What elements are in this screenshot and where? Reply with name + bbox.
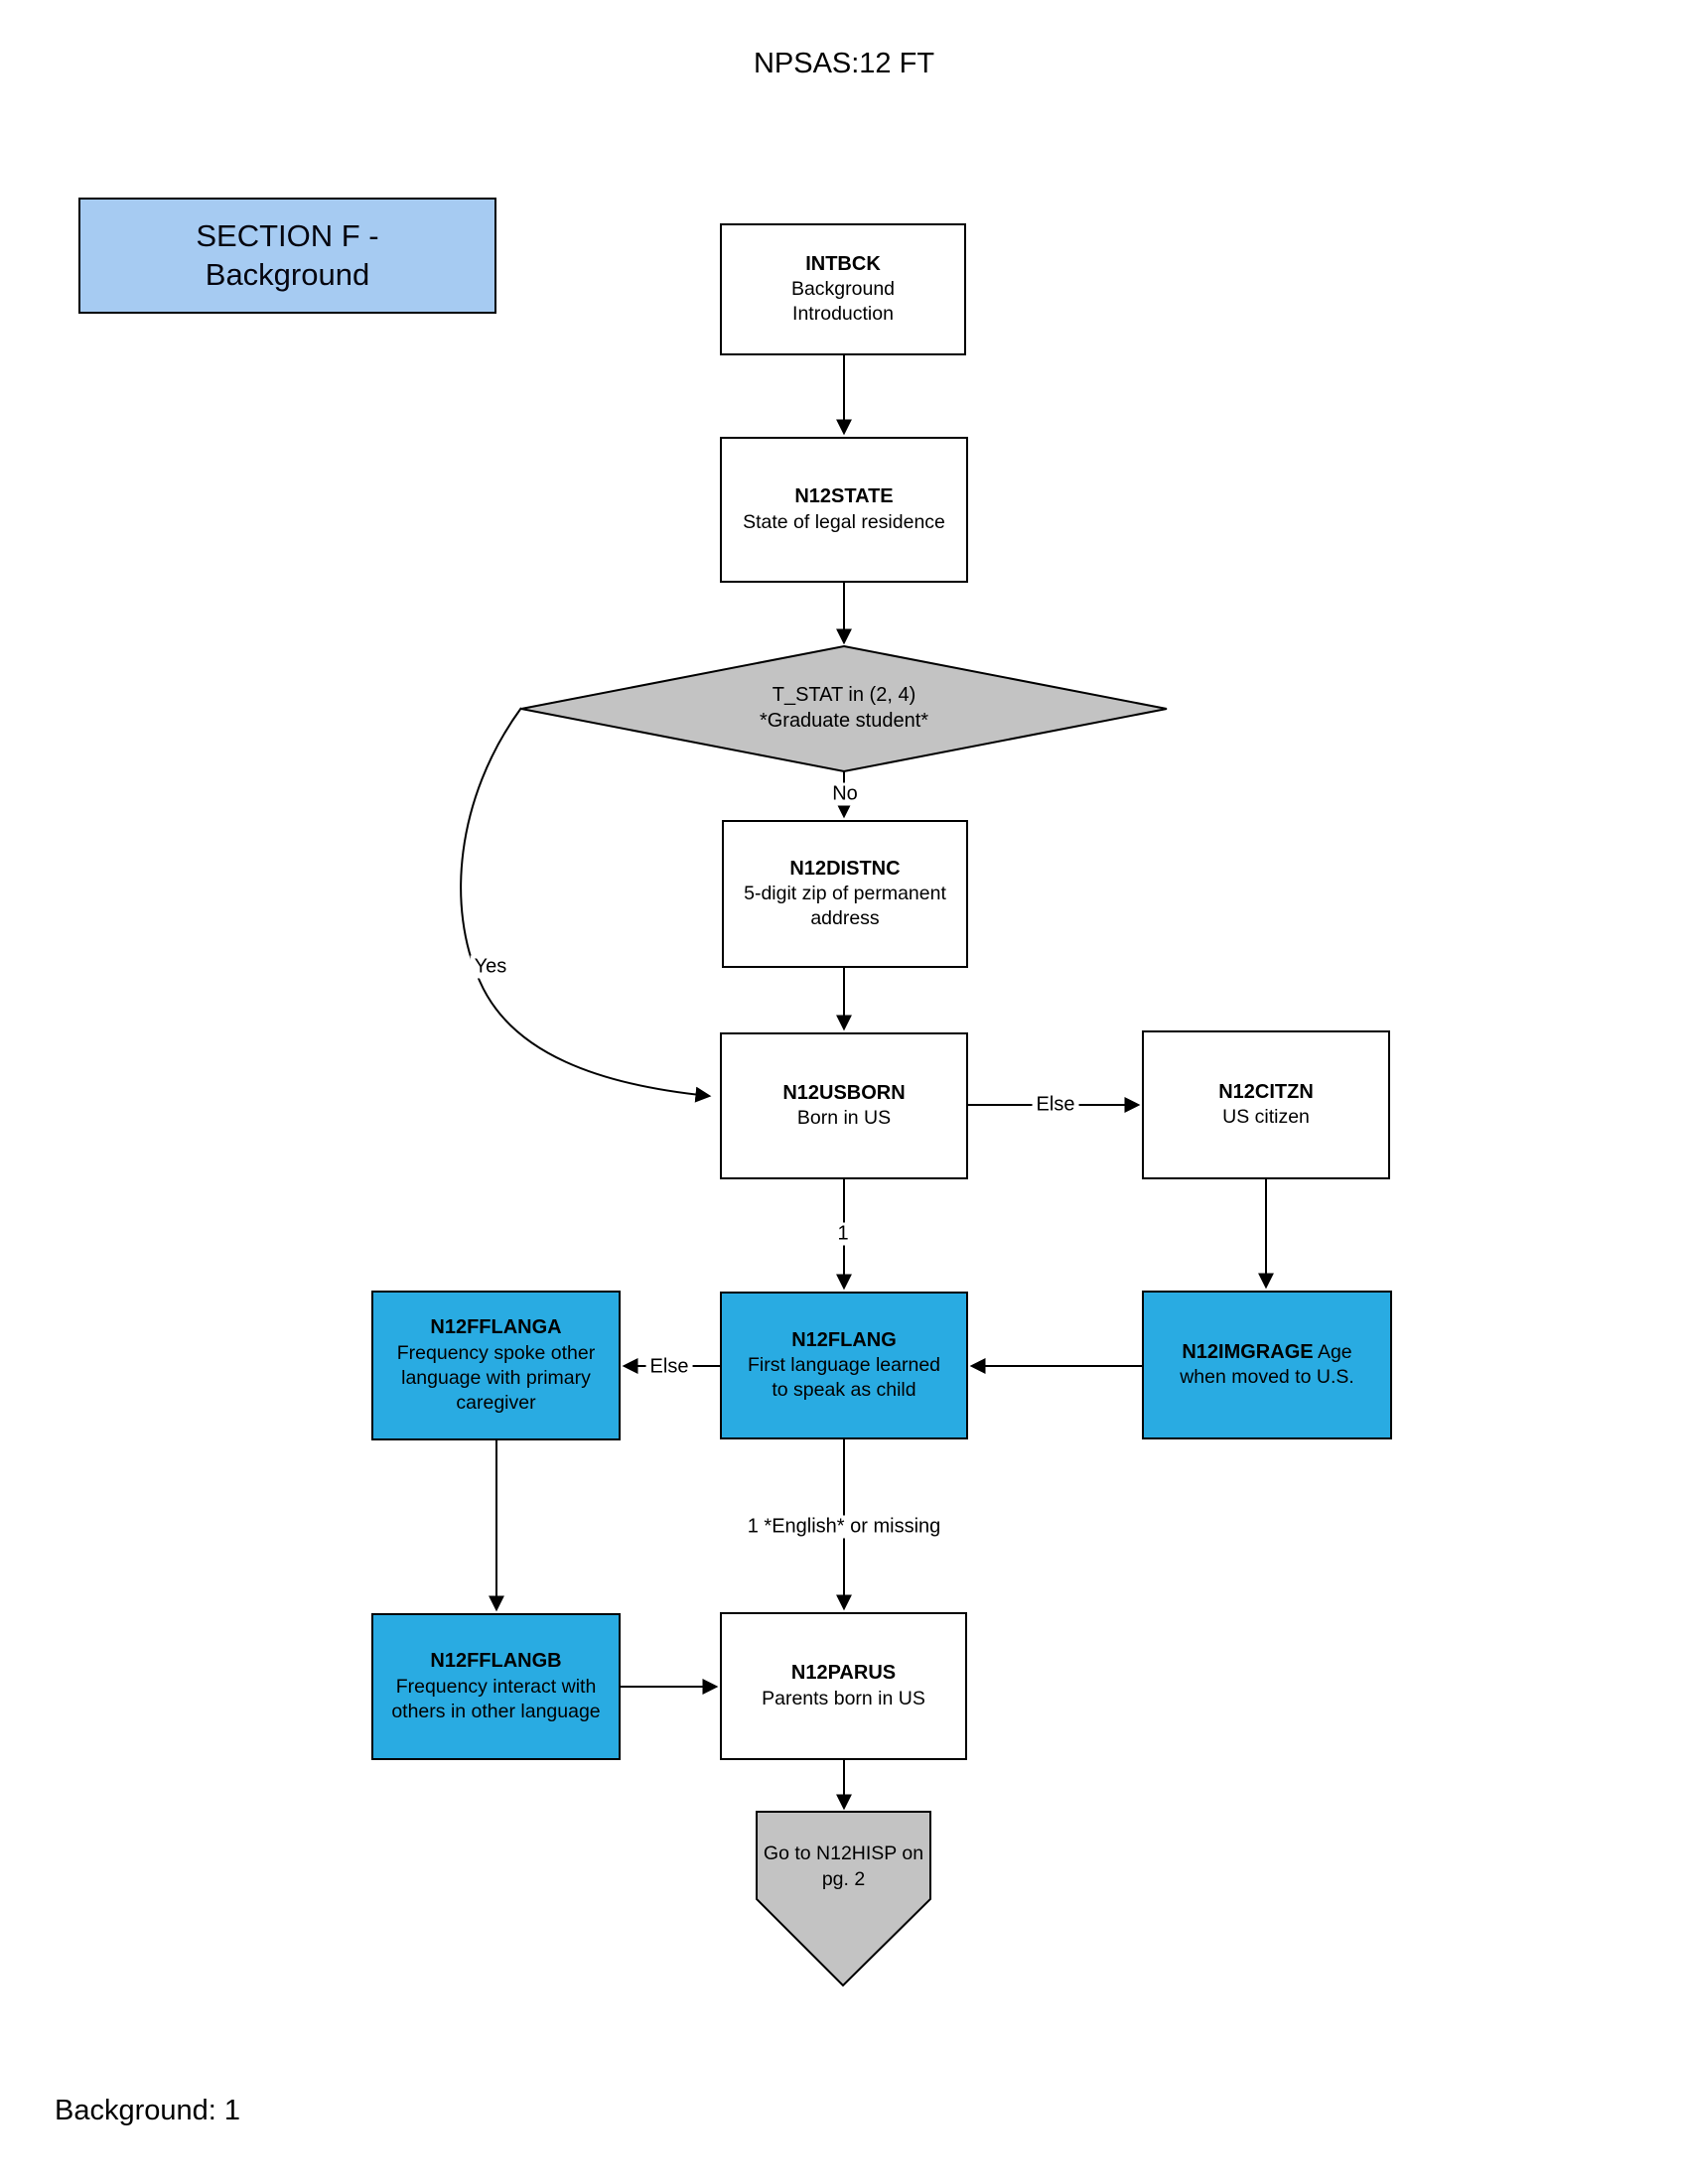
node-n12state-desc: State of legal residence	[743, 510, 945, 533]
node-n12state: N12STATE State of legal residence	[720, 437, 968, 583]
section-banner: SECTION F - Background	[78, 198, 496, 314]
node-n12imgrage-code: N12IMGRAGE	[1182, 1340, 1314, 1363]
node-n12state-code: N12STATE	[794, 485, 894, 508]
node-n12parus-code: N12PARUS	[790, 1662, 897, 1685]
node-n12flang-desc: First language learned to speak as child	[747, 1354, 941, 1402]
edge-label-no: No	[828, 782, 862, 806]
offpage-connector-label: Go to N12HISP on pg. 2	[763, 1843, 924, 1890]
node-n12citzn-desc: US citizen	[1222, 1106, 1310, 1129]
edge-label-1: 1	[833, 1222, 853, 1246]
node-n12usborn-code: N12USBORN	[782, 1081, 906, 1104]
node-n12parus-desc: Parents born in US	[762, 1687, 925, 1709]
node-n12fflanga-desc: Frequency spoke other language with prim…	[396, 1341, 596, 1414]
page-footer-label: Background: 1	[55, 2095, 241, 2126]
node-n12imgrage-desc: Age when moved to U.S.	[1180, 1340, 1354, 1389]
node-intbck-code: INTBCK	[805, 252, 881, 275]
decision-t-stat-line2: *Graduate student*	[759, 710, 929, 732]
node-n12flang: N12FLANG First language learned to speak…	[720, 1292, 968, 1439]
node-intbck-desc: Background Introduction	[790, 278, 896, 326]
edge-label-english-or-missing: 1 *English* or missing	[743, 1515, 945, 1539]
node-intbck: INTBCK Background Introduction	[720, 223, 966, 355]
edge-label-else-citzn: Else	[1032, 1093, 1079, 1117]
section-banner-line2: Background	[205, 256, 370, 292]
node-n12imgrage: N12IMGRAGE Age when moved to U.S.	[1142, 1291, 1392, 1439]
decision-t-stat-text: T_STAT in (2, 4) *Graduate student*	[596, 663, 1092, 752]
node-n12citzn-code: N12CITZN	[1218, 1080, 1314, 1103]
node-n12fflangb-code: N12FFLANGB	[430, 1650, 562, 1673]
node-n12imgrage-text: N12IMGRAGE Age when moved to U.S.	[1168, 1340, 1366, 1391]
node-n12parus: N12PARUS Parents born in US	[720, 1612, 967, 1760]
node-n12distnc-code: N12DISTNC	[789, 857, 901, 880]
node-n12fflanga: N12FFLANGA Frequency spoke other languag…	[371, 1291, 621, 1440]
node-n12usborn: N12USBORN Born in US	[720, 1032, 968, 1179]
node-n12fflangb-desc: Frequency interact with others in other …	[391, 1675, 601, 1722]
page-title: NPSAS:12 FT	[753, 48, 935, 79]
node-n12citzn: N12CITZN US citizen	[1142, 1030, 1390, 1179]
edge-label-yes: Yes	[470, 955, 511, 979]
arrow-decision-yes-to-n12usborn	[460, 707, 712, 1103]
node-n12flang-code: N12FLANG	[791, 1328, 897, 1351]
node-n12fflanga-code: N12FFLANGA	[430, 1316, 562, 1339]
section-banner-line1: SECTION F -	[196, 217, 379, 253]
edge-label-else-fflanga: Else	[645, 1355, 693, 1379]
offpage-connector-text: Go to N12HISP on pg. 2	[762, 1825, 925, 1909]
node-n12distnc: N12DISTNC 5-digit zip of permanent addre…	[722, 820, 968, 968]
node-n12fflangb: N12FFLANGB Frequency interact with other…	[371, 1613, 621, 1760]
node-n12distnc-desc: 5-digit zip of permanent address	[744, 883, 946, 930]
node-n12usborn-desc: Born in US	[796, 1107, 892, 1130]
decision-t-stat-line1: T_STAT in (2, 4)	[772, 684, 916, 706]
